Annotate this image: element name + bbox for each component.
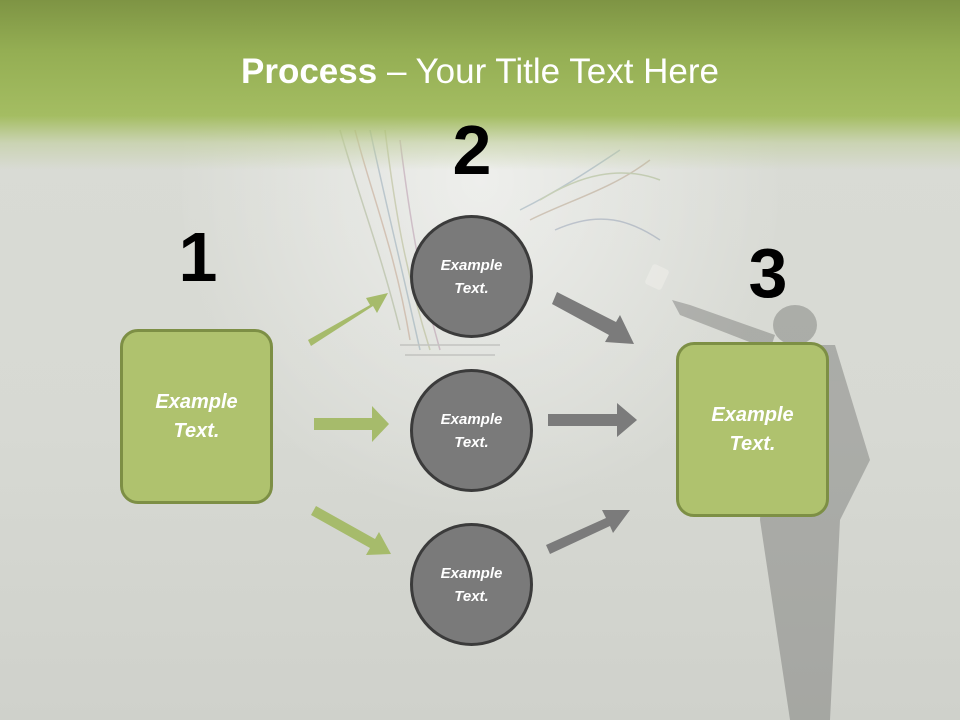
arrow-down-right-gray [552, 292, 634, 344]
arrow-right-gray [548, 403, 637, 437]
arrow-up-right-gray [546, 510, 630, 554]
arrow-down-right-green [311, 506, 391, 555]
arrow-right-green [314, 406, 389, 442]
arrow-up-right-green [308, 293, 388, 346]
